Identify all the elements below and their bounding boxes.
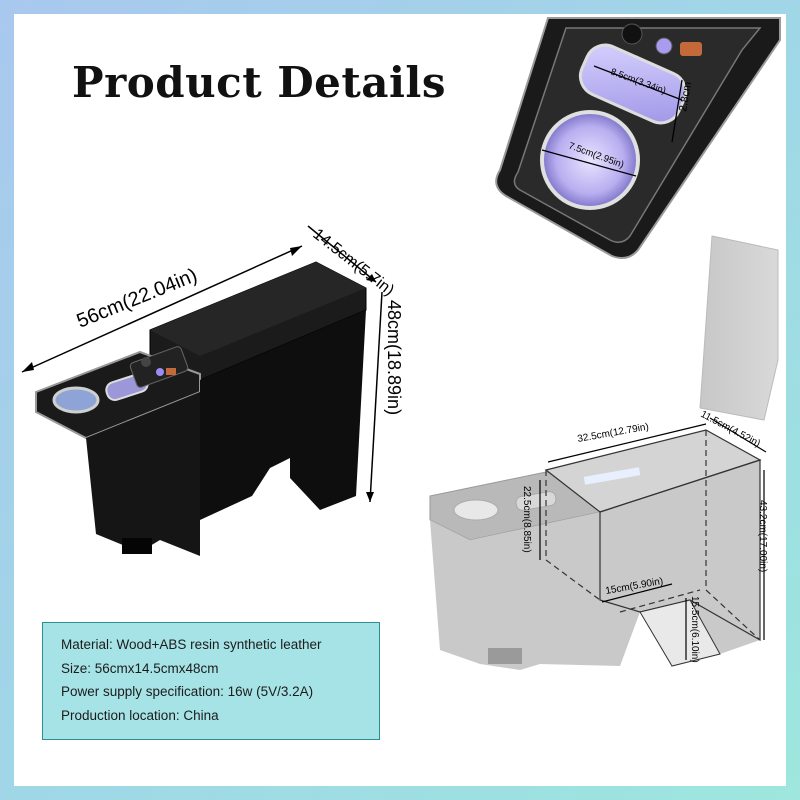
page-title: Product Details bbox=[72, 58, 447, 107]
spec-size: Size: 56cmx14.5cmx48cm bbox=[61, 660, 219, 676]
spec-material: Material: Wood+ABS resin synthetic leath… bbox=[61, 637, 322, 652]
spec-box: Material: Wood+ABS resin synthetic leath… bbox=[42, 622, 380, 740]
spec-location: Production location: China bbox=[61, 707, 219, 723]
spec-power: Power supply specification: 16w (5V/3.2A… bbox=[61, 684, 314, 699]
